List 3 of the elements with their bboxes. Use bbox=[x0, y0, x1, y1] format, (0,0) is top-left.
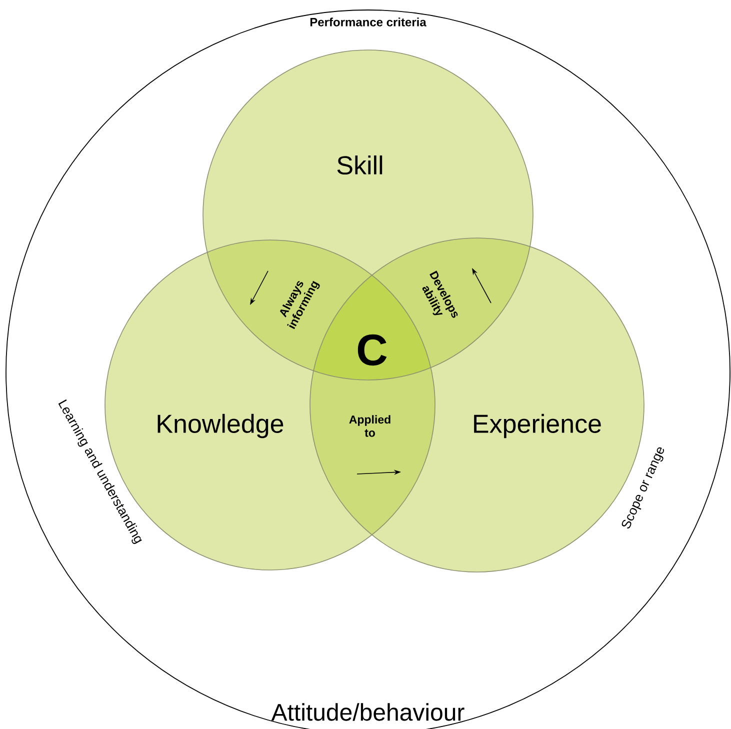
label: Applied to bbox=[349, 415, 390, 437]
label: Performance criteria bbox=[310, 18, 426, 26]
label: C bbox=[358, 334, 387, 366]
